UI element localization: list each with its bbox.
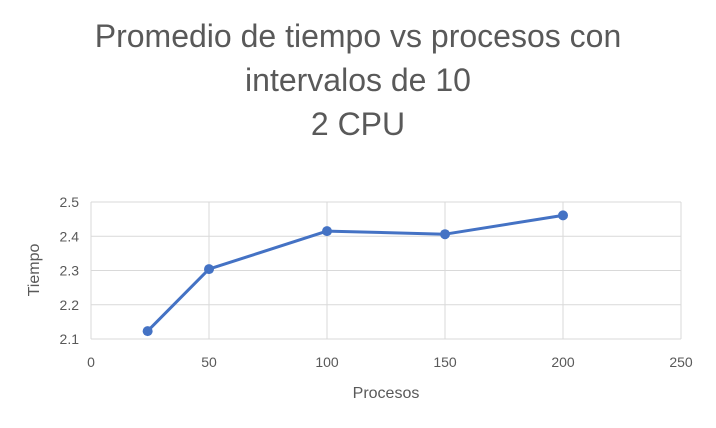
grid-lines <box>90 201 682 340</box>
y-tick-label: 2.4 <box>60 228 80 244</box>
y-tick-label: 2.2 <box>60 297 80 313</box>
x-tick-label: 200 <box>551 354 575 370</box>
x-tick-label: 0 <box>87 354 95 370</box>
y-tick-label: 2.5 <box>60 194 80 210</box>
x-axis-title: Procesos <box>353 385 420 402</box>
chart-title-line-2: intervalos de 10 <box>245 62 471 98</box>
x-tick-label: 150 <box>433 354 457 370</box>
y-tick-label: 2.1 <box>60 331 80 347</box>
y-axis-title: Tiempo <box>26 244 43 297</box>
chart-title-line-1: Promedio de tiempo vs procesos con <box>94 18 622 54</box>
data-point <box>558 210 568 221</box>
x-tick-label: 250 <box>669 354 693 370</box>
data-point <box>204 264 214 275</box>
data-point <box>440 229 450 240</box>
chart-title: Promedio de tiempo vs procesos con inter… <box>0 14 716 146</box>
data-series <box>142 210 568 337</box>
data-point <box>142 326 153 337</box>
y-tick-labels: 2.1 2.2 2.3 2.4 2.5 <box>60 194 80 347</box>
y-tick-label: 2.3 <box>60 263 80 279</box>
x-tick-labels: 0 50 100 150 200 250 <box>87 354 693 370</box>
x-tick-label: 100 <box>315 354 339 370</box>
chart-title-line-3: 2 CPU <box>310 106 406 142</box>
data-point <box>322 226 332 237</box>
x-tick-label: 50 <box>201 354 217 370</box>
